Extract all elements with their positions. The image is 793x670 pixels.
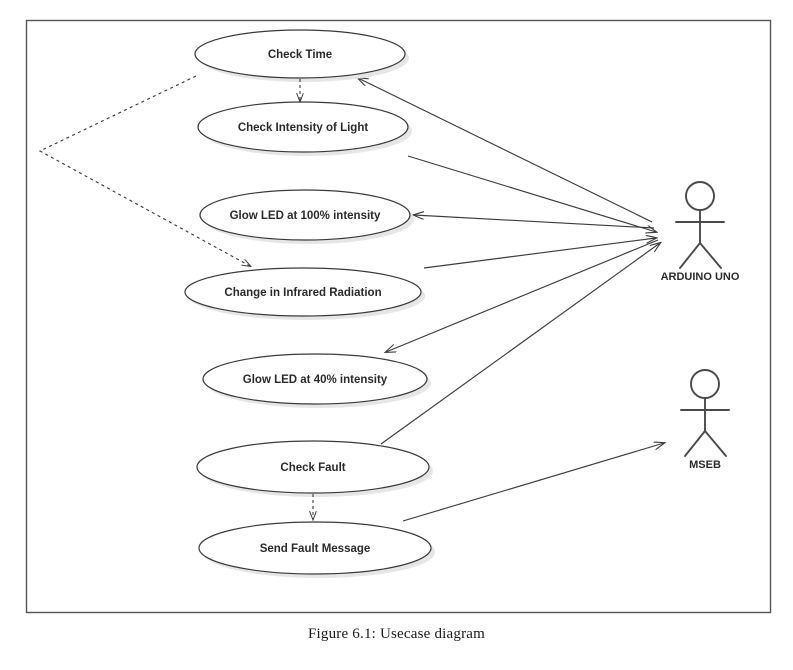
- connector-arduino-to-glow-led-40: [386, 239, 659, 352]
- connector-check-fault-to-arduino: [380, 243, 660, 445]
- actor-head: [685, 181, 715, 211]
- actor-leg-left: [679, 242, 701, 269]
- connector-send-fault-message-to-mseb: [402, 443, 664, 522]
- usecase-glow-led-40[interactable]: Glow LED at 40% intensity: [202, 353, 431, 408]
- connector-arduino-to-check-time: [358, 78, 653, 223]
- dashed-connector-layer: [300, 79, 313, 519]
- actor-mseb[interactable]: MSEB: [680, 369, 730, 471]
- actor-arduino-uno[interactable]: ARDUINO UNO: [661, 181, 740, 283]
- connector-arduino-to-glow-led-100: [414, 215, 655, 229]
- usecase-check-time[interactable]: Check Time: [194, 29, 409, 82]
- usecase-label: Check Time: [268, 49, 332, 61]
- actor-leg-right: [704, 430, 727, 457]
- connector-change-infrared-to-arduino: [423, 238, 656, 269]
- usecase-label: Change in Infrared Radiation: [224, 287, 381, 299]
- usecase-check-intensity[interactable]: Check Intensity of Light: [197, 101, 412, 156]
- usecase-label: Send Fault Message: [260, 543, 371, 555]
- actor-leg-right: [699, 242, 722, 269]
- usecase-ellipse: [196, 440, 430, 494]
- actor-leg-left: [684, 430, 706, 457]
- actor-label: MSEB: [689, 459, 721, 471]
- actor-head: [690, 369, 720, 399]
- usecase-label: Glow LED at 40% intensity: [243, 374, 388, 386]
- figure-caption: Figure 6.1: Usecase diagram: [307, 626, 485, 642]
- usecase-ellipse: [194, 29, 406, 79]
- usecase-ellipse: [184, 267, 422, 317]
- usecase-ellipse: [199, 189, 411, 241]
- actor-label: ARDUINO UNO: [661, 271, 740, 283]
- usecase-check-fault[interactable]: Check Fault: [196, 440, 433, 497]
- usecase-change-infrared[interactable]: Change in Infrared Radiation: [184, 267, 425, 320]
- usecase-glow-led-100[interactable]: Glow LED at 100% intensity: [199, 189, 414, 244]
- diagram-border: [25, 19, 772, 614]
- usecase-layer: Check Time Check Intensity of Light Glow…: [184, 29, 435, 578]
- usecase-ellipse: [198, 521, 432, 575]
- connector-check-intensity-to-arduino: [407, 155, 656, 232]
- usecase-label: Check Intensity of Light: [238, 122, 369, 134]
- usecase-send-fault-message[interactable]: Send Fault Message: [198, 521, 435, 578]
- connector-layer: [38, 75, 664, 522]
- connector-check-time-to-change-infrared: [38, 75, 250, 266]
- usecase-label: Check Fault: [280, 462, 345, 474]
- usecase-label: Glow LED at 100% intensity: [230, 210, 381, 222]
- usecase-ellipse: [202, 353, 428, 405]
